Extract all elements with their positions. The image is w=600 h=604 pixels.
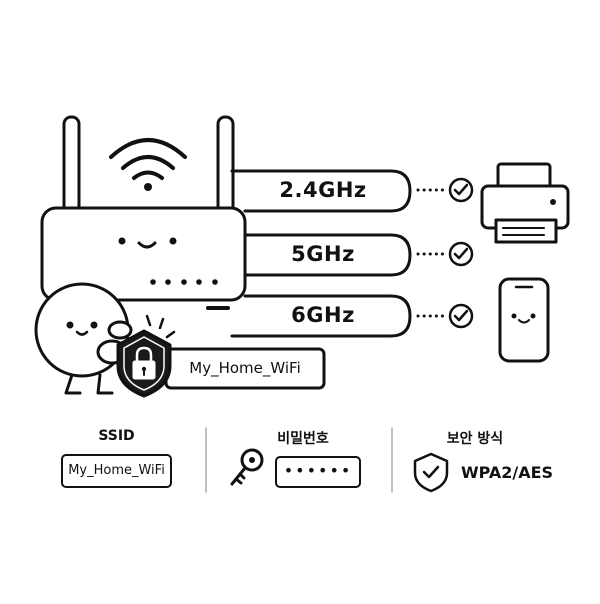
connector-lines	[416, 188, 447, 318]
band-pill-6ghz	[230, 294, 412, 338]
check-icon	[448, 241, 474, 267]
check-icon	[448, 303, 474, 329]
shield-check-icon	[413, 452, 449, 493]
ssid-tag-label: My_Home_WiFi	[189, 359, 301, 377]
band-pill-2-4ghz	[230, 169, 412, 213]
band-label-6ghz: 6GHz	[291, 303, 355, 327]
password-field	[275, 456, 361, 488]
smartphone-icon	[498, 277, 550, 363]
sparkle-icon	[145, 314, 176, 339]
mascot	[34, 282, 133, 395]
band-label-5ghz: 5GHz	[291, 242, 355, 266]
padlock-icon	[132, 346, 156, 380]
key-icon	[230, 448, 264, 486]
ssid-value-box	[61, 454, 172, 488]
band-label-2-4ghz: 2.4GHz	[279, 178, 367, 202]
password-section-title: 비밀번호	[277, 431, 329, 447]
security-value: WPA2/AES	[460, 463, 554, 482]
printer-icon	[480, 162, 570, 244]
band-pill-5ghz	[243, 233, 412, 277]
password-mask: ••••••	[283, 461, 353, 480]
security-section-title: 보안 방식	[446, 431, 504, 447]
check-icon	[448, 177, 474, 203]
wifi-signal-icon	[109, 138, 187, 191]
ssid-section-title: SSID	[98, 428, 135, 444]
router-icon	[40, 115, 247, 310]
section-divider	[205, 427, 393, 493]
ssid-value: My_Home_WiFi	[68, 463, 165, 478]
